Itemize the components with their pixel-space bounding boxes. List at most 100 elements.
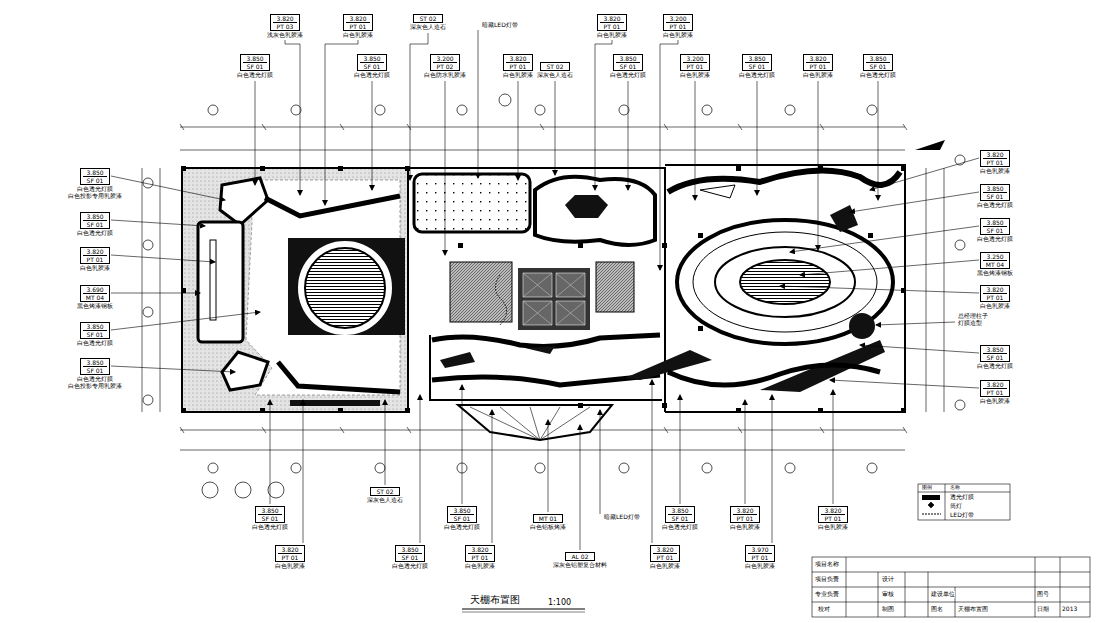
legend-frame-part	[918, 484, 1010, 520]
material-code: SF 01	[745, 62, 769, 70]
leader-lines-part	[385, 400, 386, 485]
tag-caption-group: 白色透光灯膜	[859, 71, 897, 78]
left-room-part	[210, 240, 216, 320]
grid-bubbles-part	[785, 463, 795, 473]
material-caption: 深灰色人造石	[366, 496, 404, 503]
tag-caption-group: 白色乳胶漆	[802, 71, 834, 78]
material-code: SF 01	[398, 553, 422, 561]
leader-lines-part	[772, 395, 773, 543]
elevation-value: 3.850	[983, 346, 1007, 353]
grid-bubbles-part	[955, 400, 965, 410]
tag-caption-group: 白色透光灯膜	[609, 71, 647, 78]
middle-zone-part	[470, 407, 590, 440]
middle-zone-part	[495, 275, 506, 325]
legend-frame-part	[922, 514, 941, 515]
elevation-value: 3.850	[450, 507, 474, 514]
leader-lines-part	[255, 81, 256, 185]
material-code: PT 01	[600, 22, 624, 30]
note-label: 日期	[1037, 606, 1049, 613]
tag-caption-group: 深灰色人造石	[536, 71, 574, 78]
material-code: PT 01	[683, 62, 707, 70]
leader-lines-part	[111, 255, 215, 262]
material-code: SF 01	[866, 62, 890, 70]
material-tag: 3.200PT 02白色防水乳胶漆	[430, 54, 460, 71]
leader-lines-part	[111, 293, 200, 294]
right-zone-part	[625, 350, 712, 380]
dimension-lines-part	[142, 127, 944, 450]
grid-bubbles-part	[268, 482, 284, 498]
material-tag: 3.850SF 01白色透光灯膜	[240, 54, 270, 71]
material-caption: 白色投影专用乳胶漆	[67, 382, 123, 389]
title-underline	[462, 609, 585, 612]
material-code: PT 01	[983, 293, 1007, 301]
elevation-value: 3.850	[668, 507, 692, 514]
note-label: 总经理柱子灯膜造型	[958, 313, 990, 327]
grid-bubbles-part	[208, 105, 218, 115]
elevation-value: 3.250	[983, 253, 1007, 260]
tag-caption-group: 白色乳胶漆	[649, 562, 681, 569]
left-room-part	[265, 196, 400, 216]
material-caption: 白色乳胶漆	[464, 562, 496, 569]
material-caption: 白色乳胶漆	[979, 397, 1011, 404]
material-code: PT 02	[433, 62, 457, 70]
material-caption: 白色透光灯膜	[251, 523, 289, 530]
elevation-value: 3.850	[83, 213, 107, 220]
material-tag: 3.820PT 01白色乳胶漆	[275, 545, 305, 562]
leader-lines	[111, 30, 979, 550]
material-tag: ST 02深灰色人造石	[370, 487, 400, 496]
leader-lines-part	[695, 81, 696, 200]
elevation-value: 3.820	[346, 15, 370, 22]
elevation-value: 3.200	[666, 15, 690, 22]
grid-bubbles-part	[867, 105, 877, 115]
elevation-value: 3.820	[983, 381, 1007, 388]
elevation-value: 3.970	[748, 546, 772, 553]
leader-lines-part	[800, 260, 979, 275]
tag-caption-group: 白色透光灯膜	[443, 523, 481, 530]
leader-lines-part	[870, 158, 979, 190]
leader-lines-part	[878, 81, 879, 200]
material-tag: 3.820PT 03浅灰色乳胶漆	[270, 14, 300, 31]
dimension-lines	[142, 124, 944, 450]
material-caption: 白色乳胶漆	[649, 562, 681, 569]
leader-lines-part	[410, 33, 428, 180]
elevation-value: 3.820	[506, 55, 530, 62]
elevation-value: 3.820	[273, 15, 297, 22]
material-tag: ST 02深灰色人造石	[413, 14, 443, 23]
elevation-value: 3.820	[983, 286, 1007, 293]
tag-caption-group: 白色透光灯膜	[76, 229, 114, 236]
note-label: 设计	[882, 576, 894, 583]
middle-zone-part	[458, 405, 612, 440]
material-tag: 3.850SF 01白色透光灯膜	[980, 184, 1010, 201]
material-caption: 白色乳胶漆	[979, 302, 1011, 309]
right-zone-part	[740, 260, 830, 304]
tag-caption-group: 黑色烤漆钢板	[976, 269, 1014, 276]
left-room-part	[198, 222, 243, 342]
note-label: 暗藏LED灯带	[482, 22, 518, 29]
middle-zone-part	[525, 346, 555, 354]
material-tag: MT 01白色铝板烤漆	[533, 514, 563, 523]
dimension-lines-part	[180, 124, 907, 433]
material-caption: 白色透光灯膜	[976, 201, 1014, 208]
elevation-value: 3.850	[866, 55, 890, 62]
material-code: SF 01	[83, 330, 107, 338]
leader-lines-part	[830, 380, 979, 388]
middle-zone-part	[596, 262, 634, 312]
tag-caption-group: 白色透光灯膜	[353, 71, 391, 78]
middle-zone-part	[523, 273, 585, 325]
material-tag: 3.820PT 01白色乳胶漆	[343, 14, 373, 31]
tag-caption-group: 白色乳胶漆	[817, 523, 849, 530]
elevation-value: 3.820	[83, 248, 107, 255]
right-zone-part	[665, 165, 905, 412]
material-tag: 3.200PT 01白色乳胶漆	[680, 54, 710, 71]
material-caption: 白色透光灯膜	[67, 185, 123, 192]
material-caption: 白色透光灯膜	[976, 235, 1014, 242]
grid-bubbles-part	[702, 105, 712, 115]
material-tag: 3.850SF 01白色透光灯膜白色投影专用乳胶漆	[80, 358, 110, 375]
grid-bubbles-part	[208, 463, 218, 473]
grid-bubbles-part	[619, 105, 629, 115]
grid-bubbles-part	[619, 463, 629, 473]
material-code: SF 01	[83, 176, 107, 184]
leader-lines-part	[548, 420, 549, 512]
material-caption: 白色乳胶漆	[729, 523, 761, 530]
left-room	[182, 168, 408, 412]
